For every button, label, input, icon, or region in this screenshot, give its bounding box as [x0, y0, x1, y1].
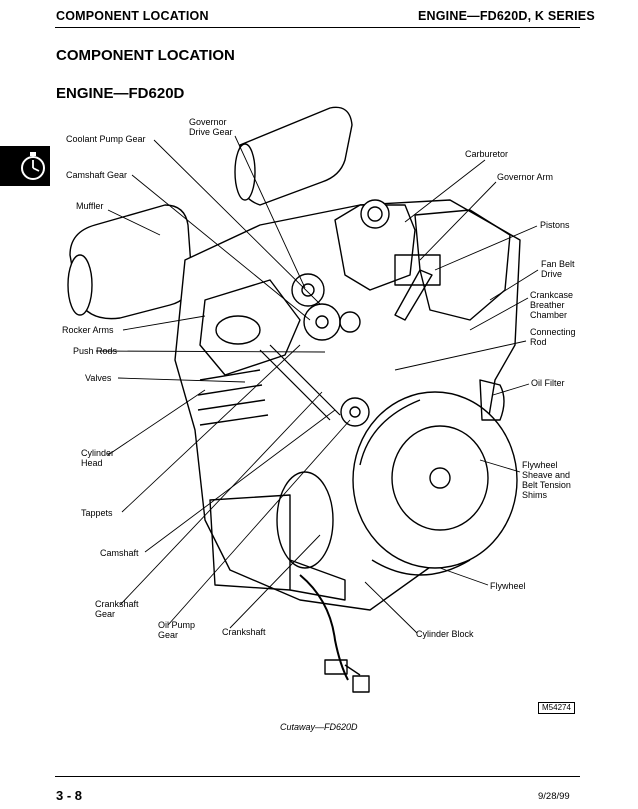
label-governor-drive-gear: Governor Drive Gear: [189, 117, 233, 137]
running-header-right: ENGINE—FD620D, K SERIES: [418, 9, 595, 23]
section-title: COMPONENT LOCATION: [56, 47, 235, 64]
footer-rule: [55, 776, 580, 777]
label-rocker-arms: Rocker Arms: [62, 325, 114, 335]
label-valves: Valves: [85, 373, 112, 383]
label-carburetor: Carburetor: [465, 149, 509, 159]
label-flywheel: Flywheel: [490, 581, 526, 591]
label-governor-arm: Governor Arm: [497, 172, 554, 182]
label-camshaft-gear: Camshaft Gear: [66, 170, 128, 180]
label-connecting-rod: Connecting Rod: [530, 327, 576, 347]
figure-id-box: M54274: [538, 702, 575, 714]
label-muffler: Muffler: [76, 201, 104, 211]
label-camshaft: Camshaft: [100, 548, 139, 558]
label-coolant-pump-gear: Coolant Pump Gear: [66, 134, 146, 144]
label-oil-filter: Oil Filter: [531, 378, 565, 388]
figure-caption: Cutaway—FD620D: [280, 722, 358, 732]
revision-date: 9/28/99: [538, 791, 570, 802]
page-number: 3 - 8: [56, 788, 83, 803]
subsection-title: ENGINE—FD620D: [56, 85, 185, 102]
label-cylinder-block: Cylinder Block: [416, 629, 474, 639]
label-fan-belt-drive: Fan Belt Drive: [541, 259, 575, 279]
header-rule: [55, 27, 580, 28]
label-crankshaft: Crankshaft: [222, 627, 266, 637]
label-crankcase-breather-chamber: Crankcase Breather Chamber: [530, 290, 574, 320]
running-header-left: COMPONENT LOCATION: [56, 9, 209, 23]
chapter-tab: [0, 146, 50, 186]
label-cylinder-head: Cylinder Head: [81, 448, 115, 468]
label-tappets: Tappets: [81, 508, 113, 518]
label-oil-pump-gear: Oil Pump Gear: [158, 620, 196, 640]
label-crankshaft-gear: Crankshaft Gear: [95, 599, 139, 619]
label-flywheel-sheave-shims: Flywheel Sheave and Belt Tension Shims: [522, 460, 571, 500]
label-pistons: Pistons: [540, 220, 570, 230]
label-push-rods: Push Rods: [73, 346, 118, 356]
stopwatch-icon: [21, 152, 45, 180]
